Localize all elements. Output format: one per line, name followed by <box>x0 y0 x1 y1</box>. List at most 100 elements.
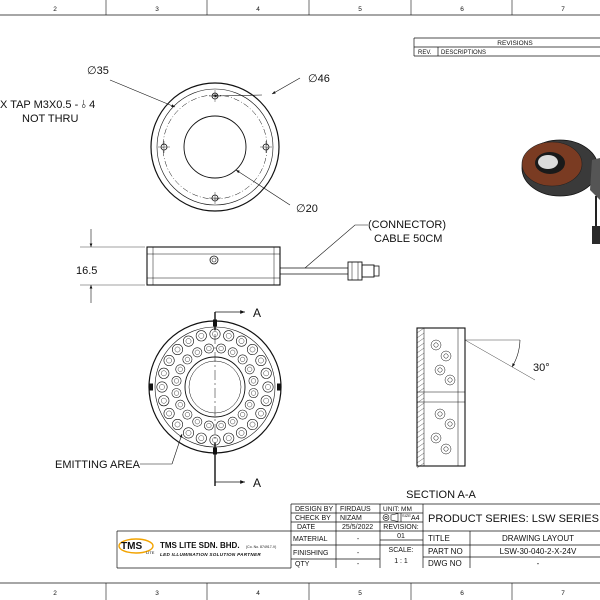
hatch-line <box>416 407 425 414</box>
zone-label: 2 <box>53 6 57 13</box>
led-lens-inner <box>173 390 179 396</box>
mount-mark <box>277 383 281 391</box>
front-view <box>140 310 282 486</box>
dwg-no-label: DWG NO <box>428 559 462 568</box>
mount-mark <box>149 383 153 391</box>
led-lens <box>172 418 184 430</box>
led-lens-inner <box>247 366 253 372</box>
led-lens-inner <box>185 338 192 344</box>
revisions-title: REVISIONS <box>497 40 533 47</box>
connector-body <box>347 261 363 281</box>
led-lens-inner <box>247 402 253 408</box>
led-lens-inner <box>265 384 271 390</box>
revisions-desc-label: DESCRIPTIONS <box>441 50 486 56</box>
led-lens <box>255 407 267 419</box>
section-led-core <box>443 353 449 359</box>
hatch-line <box>416 432 425 439</box>
led-lens-inner <box>198 435 205 442</box>
led-lens <box>247 418 259 430</box>
hatch-line <box>416 387 425 394</box>
company-name: TMS LITE SDN. BHD. <box>160 541 240 550</box>
zone-ticks <box>105 0 513 600</box>
zone-label: 5 <box>358 590 362 597</box>
top-inner-rim <box>156 88 274 206</box>
hatch-line <box>416 382 425 389</box>
revision-value: 01 <box>397 533 405 540</box>
led-lens-inner <box>184 356 190 362</box>
side-view <box>80 224 380 303</box>
zone-label: 7 <box>561 590 565 597</box>
zone-label: 5 <box>358 6 362 13</box>
section-led <box>444 374 456 386</box>
dim-outer-diameter: ∅46 <box>308 73 330 85</box>
top-bore <box>183 115 247 179</box>
dwg-no-value: - <box>537 559 540 568</box>
qty-label: QTY <box>295 561 310 568</box>
led-lens-inner <box>166 357 172 364</box>
zone-label: 3 <box>155 590 159 597</box>
hatch-line <box>416 377 425 384</box>
led-lens-inner <box>230 349 236 355</box>
led-lens <box>203 343 214 354</box>
iso-thumbnail <box>521 139 600 244</box>
hatch-line <box>416 447 425 454</box>
revisions-table <box>413 37 600 57</box>
hatch-line <box>416 347 425 354</box>
zone-label: 4 <box>256 6 260 13</box>
zone-label: 2 <box>53 590 57 597</box>
material-label: MATERIAL <box>293 536 328 543</box>
led-lens-inner <box>166 410 172 417</box>
section-led <box>440 443 452 455</box>
led-lens <box>192 416 203 427</box>
check-by-value: NIZAM <box>340 515 362 522</box>
hatch-line <box>416 417 425 424</box>
section-led-core <box>443 446 449 452</box>
led-lens <box>158 395 170 407</box>
part-no-value: LSW-30-040-2-X-24V <box>500 547 577 556</box>
zone-label: 6 <box>460 6 464 13</box>
dim-height: 16.5 <box>76 265 97 277</box>
led-lens <box>192 347 203 358</box>
hatch-line <box>416 452 425 459</box>
led-lens-inner <box>218 423 224 429</box>
hatch-line <box>416 372 425 379</box>
revisions-rev-label: REV. <box>418 50 432 56</box>
led-lens-inner <box>160 397 167 404</box>
led-ring <box>149 319 281 455</box>
zone-label: 3 <box>155 6 159 13</box>
led-lens <box>203 420 214 431</box>
section-led <box>444 418 456 430</box>
led-lens <box>171 375 182 386</box>
section-led-core <box>447 421 453 427</box>
zone-labels-bottom: 2 3 4 5 6 7 <box>53 590 565 597</box>
hatch-line <box>416 352 425 359</box>
led-lens-inner <box>240 356 246 362</box>
design-by-label: DESIGN BY <box>295 506 333 513</box>
led-lens-inner <box>238 430 245 436</box>
projection-symbol-icon <box>382 513 399 522</box>
led-lens-inner <box>238 338 245 344</box>
led-lens-inner <box>250 390 256 396</box>
led-lens-inner <box>263 370 270 377</box>
hatch-line <box>416 337 425 344</box>
design-by-value: FIRDAUS <box>340 506 371 513</box>
led-lens <box>227 347 238 358</box>
sheet-border <box>0 14 600 584</box>
top-view <box>109 77 301 212</box>
led-lens-inner <box>185 430 192 436</box>
hatch-line <box>416 437 425 444</box>
led-lens <box>175 364 186 375</box>
section-leds <box>430 339 456 455</box>
led-lens-inner <box>160 370 167 377</box>
zone-label: 4 <box>256 590 260 597</box>
led-lens <box>260 395 272 407</box>
zone-label: 6 <box>460 590 464 597</box>
led-lens-inner <box>194 419 200 425</box>
side-tap-hole <box>209 255 219 265</box>
company-tagline: LED ILLUMINATION SOLUTION PARTNER <box>160 552 261 557</box>
led-lens-inner <box>263 397 270 404</box>
led-lens <box>183 335 195 347</box>
led-lens-inner <box>177 402 183 408</box>
angle-label: 30° <box>533 362 550 374</box>
